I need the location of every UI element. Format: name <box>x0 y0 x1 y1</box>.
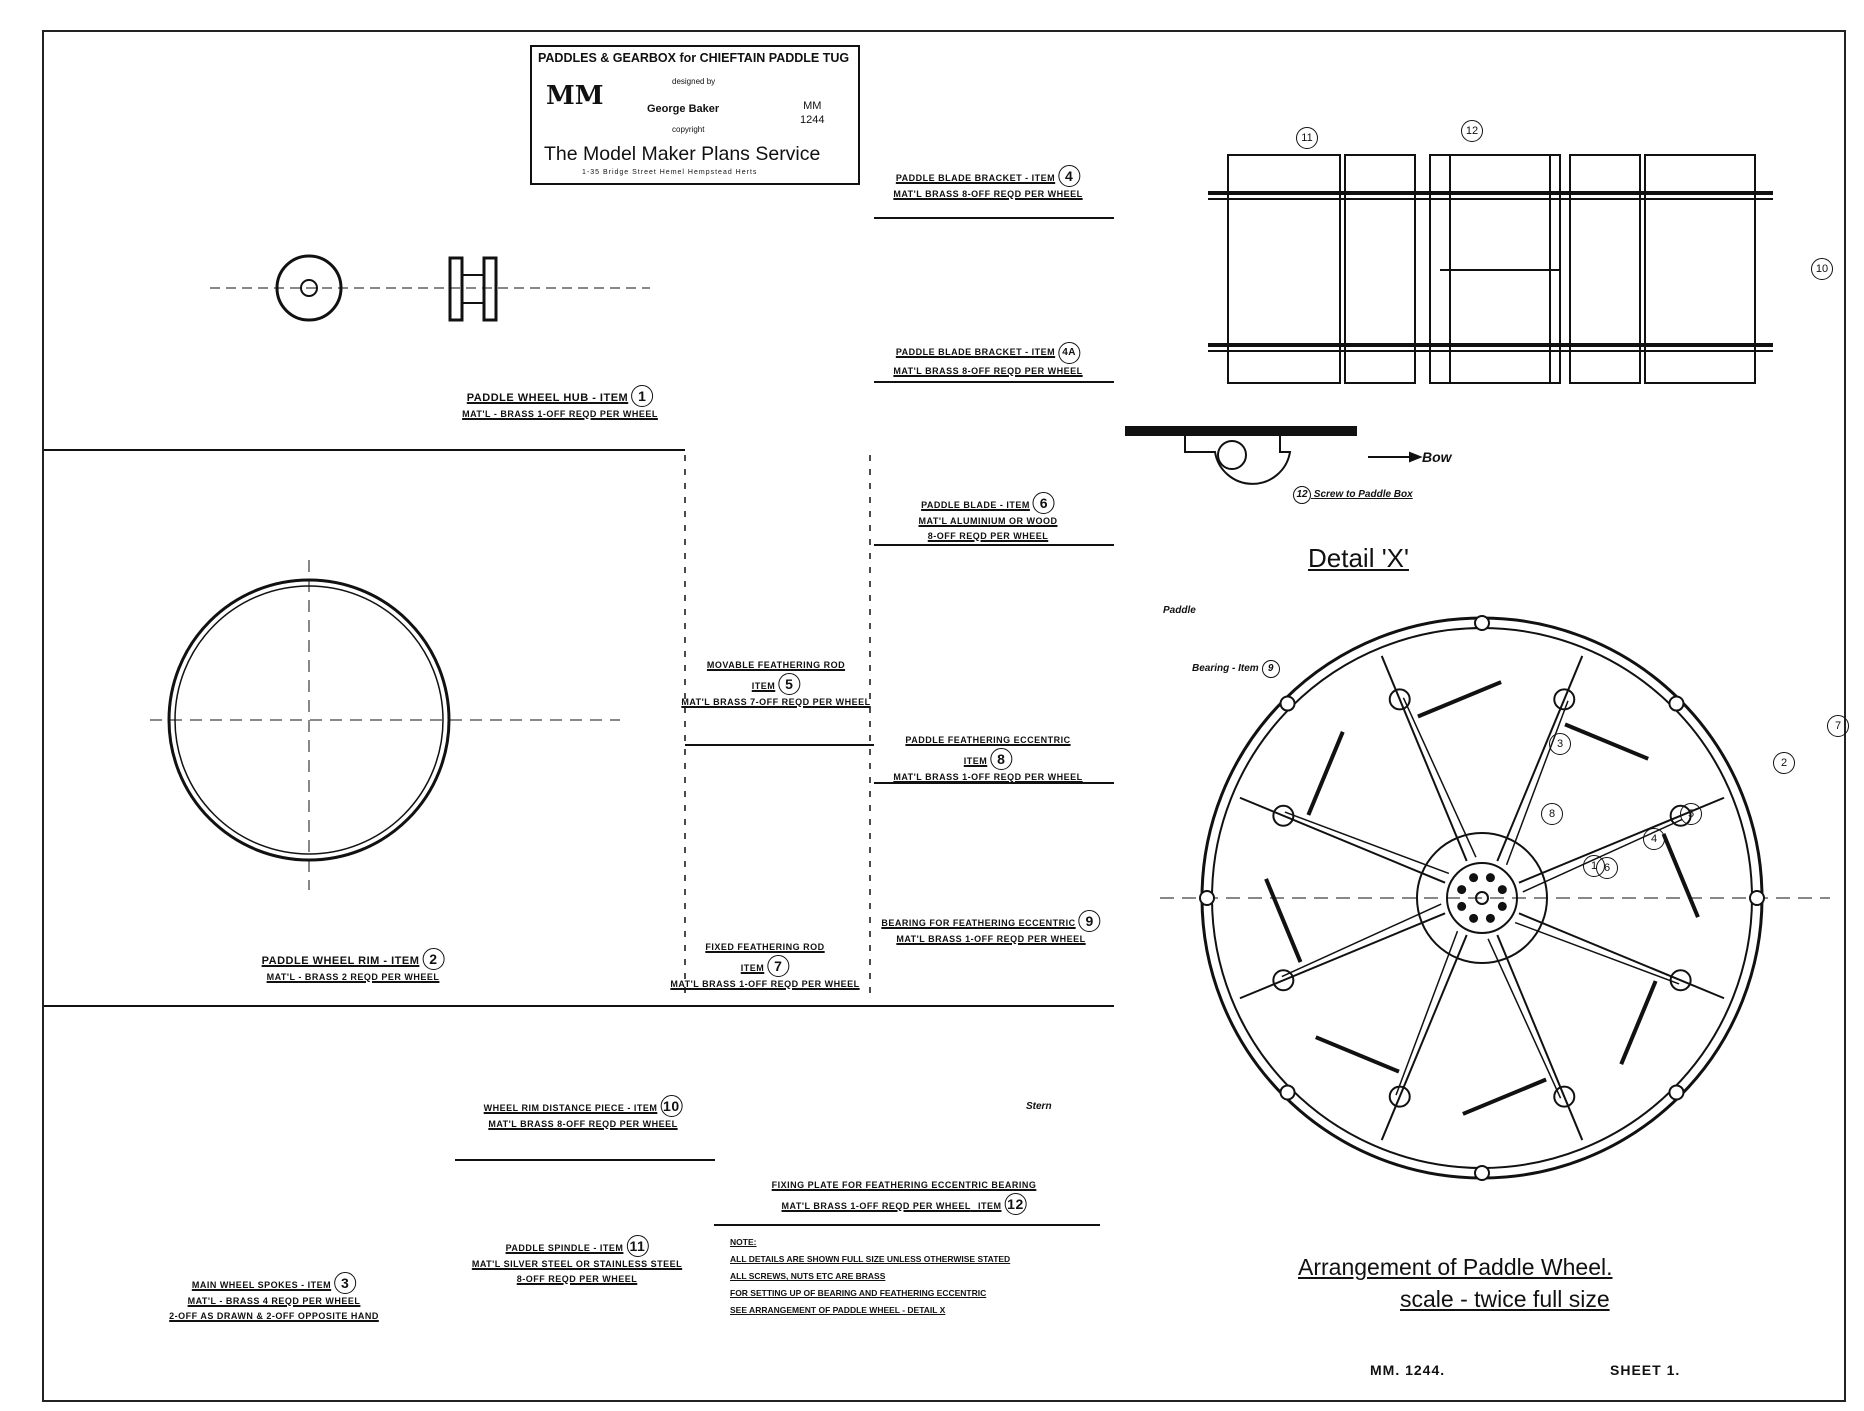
title-block: PADDLES & GEARBOX for CHIEFTAIN PADDLE T… <box>530 45 860 185</box>
caption-item-10: Wheel Rim Distance Piece - Item10Mat'l B… <box>484 1095 683 1132</box>
item-callout: 2 <box>1773 752 1795 774</box>
caption-item-3: Main Wheel Spokes - Item3Mat'l - Brass 4… <box>169 1272 379 1324</box>
caption-item-7: Fixed Feathering RodItem7Mat'l Brass 1-o… <box>670 942 860 989</box>
drawing-border <box>42 30 1846 1402</box>
paddle-wheel-assembly-plan <box>1208 154 1773 384</box>
paddle-wheel-rim-drawing <box>150 560 620 890</box>
arrangement-scale: scale - twice full size <box>1400 1286 1610 1312</box>
item-callout: 11 <box>1296 127 1318 149</box>
screw-note: 12 Screw to Paddle Box <box>1290 486 1413 504</box>
caption-item-5: Movable Feathering RodItem5Mat'l Brass 7… <box>681 660 871 707</box>
designed-by-label: designed by <box>672 77 716 86</box>
item-callout: 7 <box>1827 715 1849 737</box>
caption-item-1: Paddle Wheel Hub - Item1Mat'l - Brass 1-… <box>462 385 658 422</box>
item-callout: 8 <box>1541 803 1563 825</box>
notes: Note: All details are shown full size un… <box>730 1237 1011 1315</box>
arrangement-title: Arrangement of Paddle Wheel. <box>1298 1254 1613 1280</box>
paddle-wheel-arrangement-drawing <box>1160 615 1830 1181</box>
caption-item-4: Paddle Blade Bracket - Item4Mat'l Brass … <box>893 165 1082 202</box>
designer-name: George Baker <box>647 103 720 115</box>
drawing-number: MM. 1244. <box>1370 1362 1446 1378</box>
title-block-heading: PADDLES & GEARBOX for CHIEFTAIN PADDLE T… <box>538 51 850 65</box>
caption-item-8: Paddle Feathering EccentricItem8Mat'l Br… <box>893 735 1083 782</box>
item-callout: 3 <box>1549 733 1571 755</box>
detail-x-title: Detail 'X' <box>1308 543 1409 573</box>
caption-item-11: Paddle Spindle - Item11Mat'l Silver Stee… <box>472 1235 682 1287</box>
item-callout: 12 <box>1461 120 1483 142</box>
caption-item-9: Bearing for Feathering Eccentric9Mat'l B… <box>881 910 1101 947</box>
bow-label: Bow <box>1422 449 1452 465</box>
plans-service-name: The Model Maker Plans Service <box>544 143 821 165</box>
paddle-centerline-label: Paddle <box>1163 605 1196 616</box>
address: 1-35 Bridge Street Hemel Hempstead Herts <box>582 169 758 176</box>
paddle-wheel-hub-drawing <box>210 254 650 322</box>
sheet-number: SHEET 1. <box>1610 1362 1681 1378</box>
item-callout: 10 <box>1811 258 1833 280</box>
caption-item-12: Fixing Plate for Feathering Eccentric Be… <box>772 1178 1037 1215</box>
item-callout: 4 <box>1643 828 1665 850</box>
item-callout: 5 <box>1680 803 1702 825</box>
copyright-label: copyright <box>672 125 705 134</box>
caption-item-2: Paddle Wheel Rim - Item2Mat'l - Brass 2 … <box>262 948 445 985</box>
mm-logo: MM <box>546 81 604 111</box>
caption-item-6: Paddle Blade - Item6Mat'l Aluminium or W… <box>919 492 1058 544</box>
detail-x-drawing <box>1125 426 1423 485</box>
caption-item-4a: Paddle Blade Bracket - Item4AMat'l Brass… <box>893 342 1082 379</box>
stern-label: Stern <box>1026 1101 1052 1112</box>
item-callout: 1 <box>1583 855 1605 877</box>
